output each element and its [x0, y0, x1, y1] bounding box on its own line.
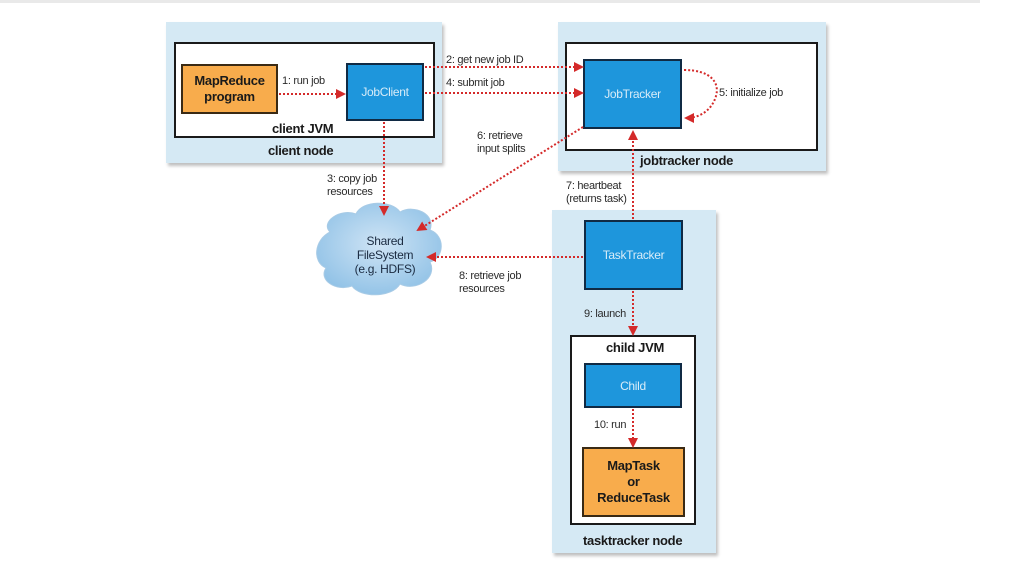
edge-label-initialize-job: 5: initialize job	[719, 87, 783, 99]
maptask-box: MapTask or ReduceTask	[582, 447, 685, 517]
top-border	[0, 0, 980, 3]
edge-label-submit-job: 4: submit job	[446, 77, 505, 89]
mapreduce-program-box: MapReduce program	[181, 64, 278, 114]
edge-label-get-new-job-id: 2: get new job ID	[446, 54, 524, 66]
edge-label-copy-job-resources: 3: copy job resources	[327, 173, 377, 198]
edge-label-launch: 9: launch	[584, 308, 626, 320]
edge-label-heartbeat: 7: heartbeat (returns task)	[566, 180, 627, 205]
client-jvm-label: client JVM	[272, 121, 334, 136]
tasktracker-box: TaskTracker	[584, 220, 683, 290]
edge-retrieve-input-splits	[416, 126, 584, 232]
edge-label-run: 10: run	[594, 419, 627, 431]
jobclient-box: JobClient	[346, 63, 424, 121]
child-box: Child	[584, 363, 682, 408]
jobtracker-box: JobTracker	[583, 59, 682, 129]
client-node-label: client node	[268, 143, 334, 158]
shared-filesystem-label: Shared FileSystem (e.g. HDFS)	[354, 234, 416, 276]
edge-label-run-job: 1: run job	[282, 75, 325, 87]
tasktracker-node-label: tasktracker node	[583, 533, 683, 548]
child-jvm-label: child JVM	[606, 340, 664, 355]
shared-filesystem-cloud	[316, 202, 442, 296]
edge-label-retrieve-input-splits: 6: retrieve input splits	[477, 130, 526, 155]
edge-initialize-job	[683, 69, 718, 123]
jobtracker-node-label: jobtracker node	[640, 153, 734, 168]
edge-label-retrieve-job-resources: 8: retrieve job resources	[459, 270, 522, 295]
